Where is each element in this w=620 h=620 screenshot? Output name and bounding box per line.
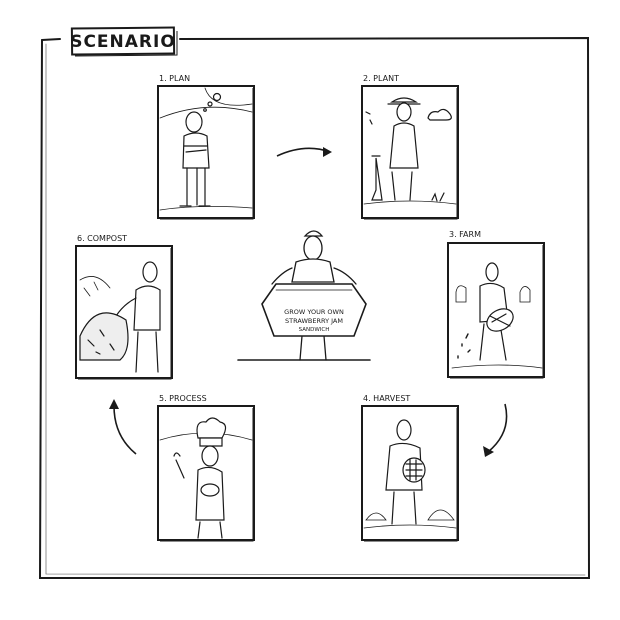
panel-label-plant: 2. PLANT: [363, 74, 399, 83]
arrow-plan-to-plant: [277, 148, 330, 156]
sign-line-2: STRAWBERRY JAM: [285, 317, 343, 325]
sign-line-3: SANDWICH: [299, 327, 330, 333]
panel-label-harvest: 4. HARVEST: [363, 394, 410, 403]
sign-line-1: GROW YOUR OWN: [284, 308, 344, 316]
panel-plant: 2. PLANT: [362, 74, 458, 219]
arrowhead-plan-to-plant: [323, 147, 332, 157]
panel-compost: 6. COMPOST: [76, 234, 172, 379]
panel-farm: 3. FARM: [448, 230, 544, 378]
center-figure: [238, 231, 370, 360]
title-tag: SCENARIO: [70, 27, 177, 56]
arrow-farm-to-harvest: [488, 404, 507, 452]
panel-process: 5. PROCESS: [158, 394, 254, 541]
panel-label-farm: 3. FARM: [449, 230, 481, 239]
panel-label-process: 5. PROCESS: [159, 394, 207, 403]
arrowhead-process-to-compost: [109, 399, 119, 409]
panel-label-plan: 1. PLAN: [159, 74, 190, 83]
arrow-process-to-compost: [114, 406, 136, 454]
panel-harvest: 4. HARVEST: [362, 394, 458, 541]
panel-label-compost: 6. COMPOST: [77, 234, 127, 243]
panel-plan: 1. PLAN: [158, 74, 254, 219]
page-title: SCENARIO: [70, 32, 176, 52]
